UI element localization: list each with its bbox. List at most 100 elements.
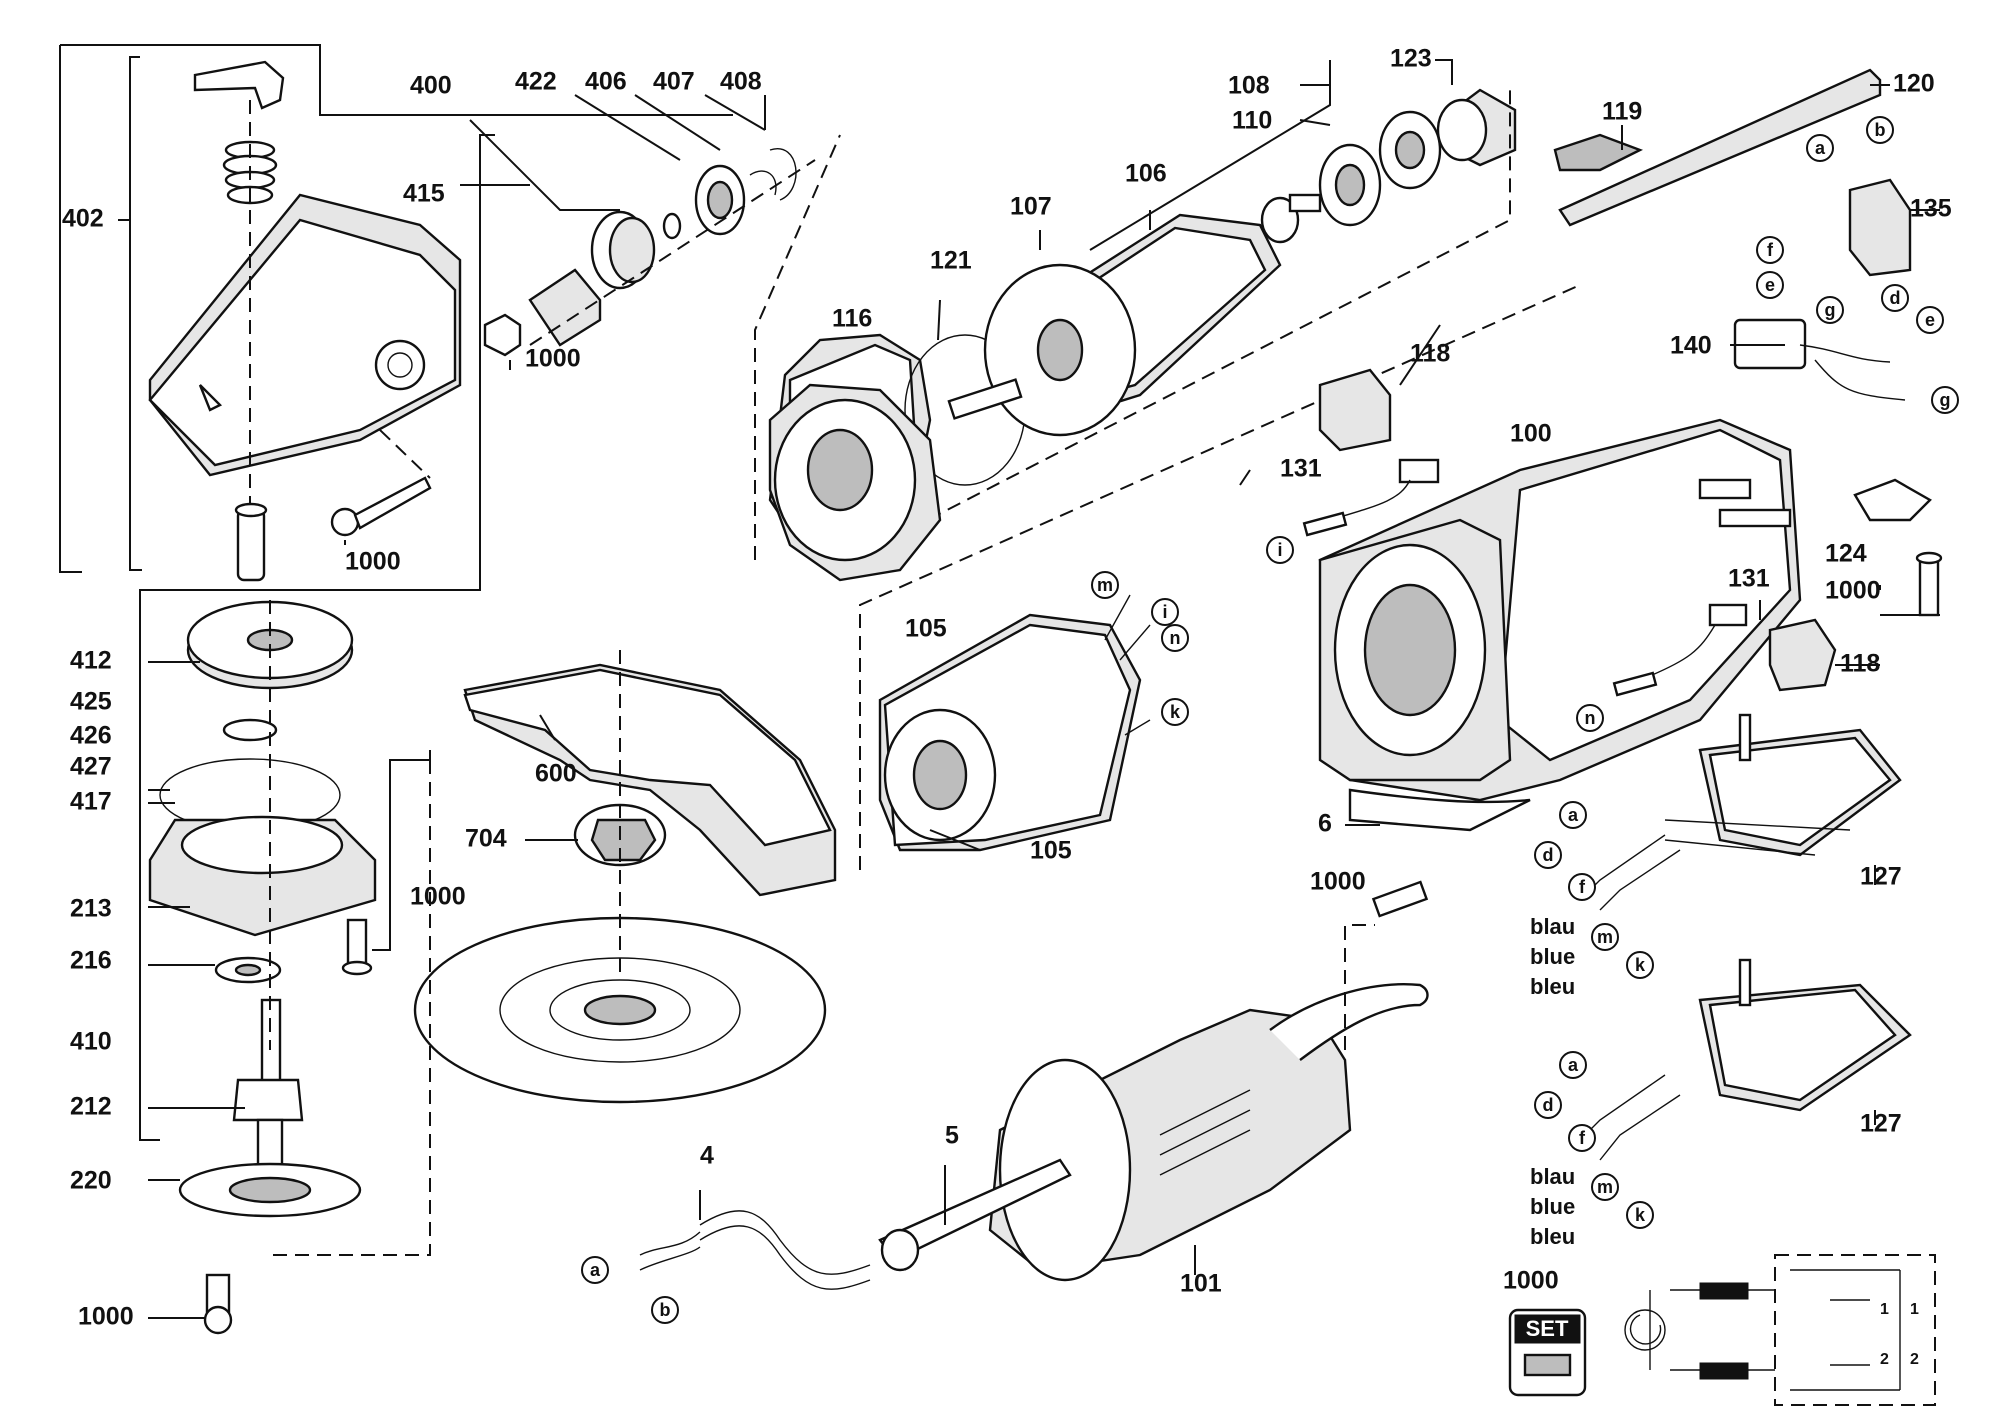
callout-d-127-bottom: d xyxy=(1534,1091,1562,1119)
svg-text:m: m xyxy=(1097,575,1113,595)
schematic-label-1b: 1 xyxy=(1910,1301,1919,1318)
label-127-bottom: 127 xyxy=(1860,1110,1902,1138)
svg-text:e: e xyxy=(1765,275,1775,295)
svg-text:a: a xyxy=(590,1260,601,1280)
label-6: 6 xyxy=(1318,810,1332,838)
callout-a-cable: a xyxy=(581,1256,609,1284)
svg-text:k: k xyxy=(1635,1205,1646,1225)
cover-screw xyxy=(330,429,432,537)
callout-i-brush: i xyxy=(1266,536,1294,564)
label-212: 212 xyxy=(70,1093,112,1121)
callout-m-127-bottom: m xyxy=(1591,1173,1619,1201)
group-brackets xyxy=(59,44,733,1141)
gear-head-cover xyxy=(148,60,462,582)
cable-and-sleeve xyxy=(639,1158,1072,1290)
color-word-bottom-2: bleu xyxy=(1530,1224,1575,1249)
callout-a-127-bottom: a xyxy=(1559,1051,1587,1079)
leader-lines xyxy=(148,59,1940,1319)
label-123: 123 xyxy=(1390,45,1432,73)
svg-text:b: b xyxy=(1875,120,1886,140)
color-word-bottom-0: blau xyxy=(1530,1164,1575,1189)
svg-text:a: a xyxy=(1568,805,1579,825)
svg-text:f: f xyxy=(1579,877,1586,897)
svg-text:d: d xyxy=(1890,288,1901,308)
label-426: 426 xyxy=(70,722,112,750)
svg-text:k: k xyxy=(1635,955,1646,975)
part-number-labels: 400 402 422 406 407 408 415 1000 1000 41… xyxy=(62,45,1952,1331)
callout-g-capacitor: g xyxy=(1931,386,1959,414)
label-101: 101 xyxy=(1180,1270,1222,1298)
svg-text:f: f xyxy=(1579,1128,1586,1148)
label-402: 402 xyxy=(62,205,104,233)
label-127-top: 127 xyxy=(1860,863,1902,891)
label-105-top: 105 xyxy=(905,615,947,643)
label-107: 107 xyxy=(1010,193,1052,221)
letter-callouts: a b f e g d e g i n m i n k a d f m k a … xyxy=(581,116,1959,1324)
callout-d-127-top: d xyxy=(1534,841,1562,869)
label-119: 119 xyxy=(1602,98,1642,126)
label-410: 410 xyxy=(70,1028,112,1056)
stator-field-coil xyxy=(859,284,1581,870)
svg-text:m: m xyxy=(1597,927,1613,947)
callout-a-127-top: a xyxy=(1559,801,1587,829)
label-1000-housing: 1000 xyxy=(1310,868,1366,896)
label-704: 704 xyxy=(465,825,507,853)
callout-m-127-top: m xyxy=(1591,923,1619,951)
bearing-plate-116 xyxy=(754,134,942,582)
callout-f-switch: f xyxy=(1756,236,1784,264)
label-213: 213 xyxy=(70,895,112,923)
label-400: 400 xyxy=(410,72,452,100)
label-116: 116 xyxy=(832,305,872,333)
label-121: 121 xyxy=(930,247,972,275)
callout-m-coil: m xyxy=(1091,571,1119,599)
label-412: 412 xyxy=(70,647,112,675)
callout-d-switch: d xyxy=(1881,284,1909,312)
schematic-label-1a: 1 xyxy=(1880,1301,1889,1318)
svg-text:d: d xyxy=(1543,1095,1554,1115)
svg-text:k: k xyxy=(1170,702,1181,722)
schematic-label-2a: 2 xyxy=(1880,1351,1889,1368)
label-105-bottom: 105 xyxy=(1030,837,1072,865)
wheel-guard xyxy=(268,650,837,1256)
label-406: 406 xyxy=(585,68,627,96)
svg-text:b: b xyxy=(660,1300,671,1320)
color-word-top-1: blue xyxy=(1530,944,1575,969)
svg-text:n: n xyxy=(1170,628,1181,648)
circuit-schematic xyxy=(1624,1254,1936,1406)
set-badge: SET xyxy=(1508,1308,1587,1397)
svg-text:n: n xyxy=(1585,708,1596,728)
callout-g-switch: g xyxy=(1816,296,1844,324)
color-word-top-2: bleu xyxy=(1530,974,1575,999)
callout-f-127-bottom: f xyxy=(1568,1124,1596,1152)
callout-k-coil: k xyxy=(1161,698,1189,726)
label-110: 110 xyxy=(1232,107,1272,135)
svg-text:d: d xyxy=(1543,845,1554,865)
label-118-mid: 118 xyxy=(1840,650,1880,678)
label-120: 120 xyxy=(1893,70,1935,98)
callout-e-switch: e xyxy=(1756,271,1784,299)
label-140: 140 xyxy=(1670,332,1712,360)
label-5: 5 xyxy=(945,1122,959,1150)
callout-b-cable: b xyxy=(651,1296,679,1324)
callout-k-127-bottom: k xyxy=(1626,1201,1654,1229)
label-124: 124 xyxy=(1825,540,1867,568)
color-word-bottom-1: blue xyxy=(1530,1194,1575,1219)
callout-f-127-top: f xyxy=(1568,873,1596,901)
color-word-top-0: blau xyxy=(1530,914,1575,939)
callout-b-switch: b xyxy=(1866,116,1894,144)
svg-text:g: g xyxy=(1825,300,1836,320)
label-131-mid: 131 xyxy=(1728,565,1770,593)
handle-housing xyxy=(988,880,1429,1282)
svg-text:i: i xyxy=(1277,540,1282,560)
schematic-numerals: 1 1 2 2 xyxy=(1880,1301,1919,1368)
callout-e-capacitor: e xyxy=(1916,306,1944,334)
label-100: 100 xyxy=(1510,420,1552,448)
label-4: 4 xyxy=(700,1142,714,1170)
callout-a-switch: a xyxy=(1806,134,1834,162)
svg-text:i: i xyxy=(1162,602,1167,622)
svg-text:f: f xyxy=(1767,240,1774,260)
label-422: 422 xyxy=(515,68,557,96)
label-417: 417 xyxy=(70,788,112,816)
set-badge-text: SET xyxy=(1526,1316,1569,1341)
